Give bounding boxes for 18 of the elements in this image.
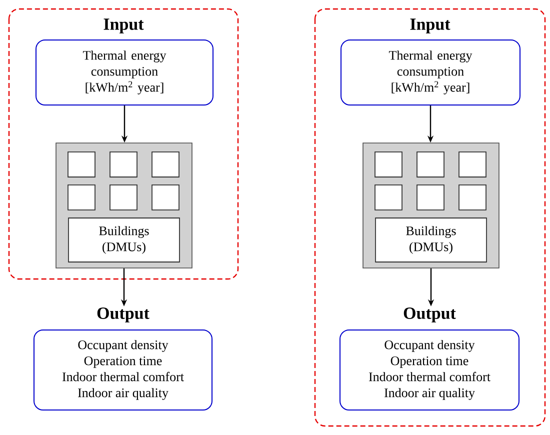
node-label: Indoor air quality	[78, 388, 168, 400]
output-box: Occupant density Operation time Indoor thermal comfort Indoor air quality	[340, 329, 520, 410]
heading: Input	[410, 18, 450, 34]
node-label: Indoor air quality	[384, 388, 475, 400]
label-box: Buildings (DMUs)	[68, 218, 180, 262]
node-label: Occupant density	[384, 340, 475, 352]
input-box: Thermal energy consumption [kWh/m$^{2}$ year]	[340, 40, 520, 106]
heading: Output	[404, 308, 456, 322]
heading: Output	[97, 308, 150, 322]
label-box: Buildings (DMUs)	[375, 218, 487, 262]
output-box: Occupant density Operation time Indoor thermal comfort Indoor air quality	[34, 329, 212, 410]
node-label: Indoor thermal comfort	[62, 372, 184, 382]
node-label: Occupant density	[78, 340, 168, 352]
node-label: Operation time	[84, 356, 162, 368]
input-box: Thermal energy consumption [kWh/m$^{2}$ year]	[36, 40, 214, 106]
node-label: Indoor thermal comfort	[368, 372, 490, 382]
heading: Input	[104, 18, 144, 34]
node-label: Operation time	[390, 356, 468, 368]
